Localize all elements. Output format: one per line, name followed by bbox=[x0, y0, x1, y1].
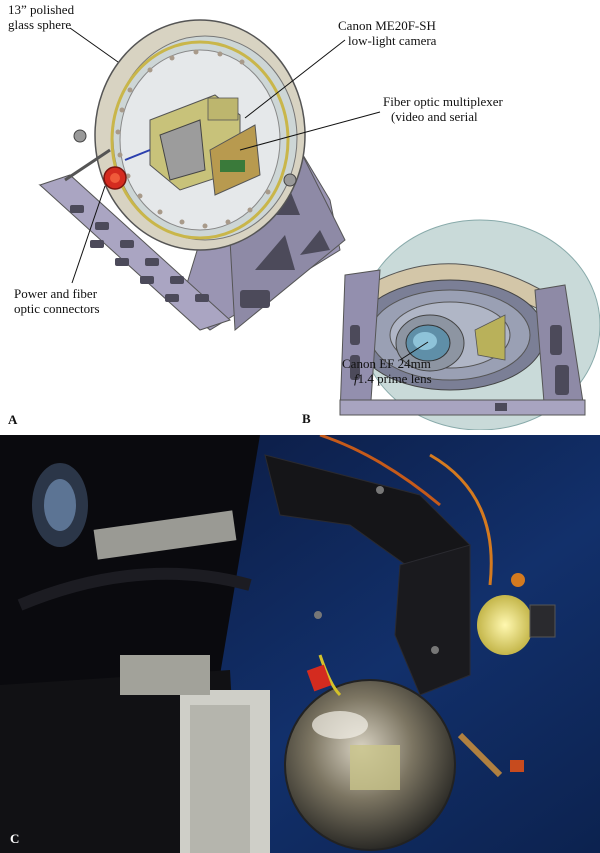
leader-line-b bbox=[399, 341, 429, 361]
callout-multiplexer-line1: Fiber optic multiplexer bbox=[383, 94, 503, 109]
camera-a bbox=[149, 94, 261, 196]
panel-b: Canon EF 24mm f1.4 prime lens B bbox=[300, 215, 600, 430]
panel-letter-b: B bbox=[302, 411, 311, 426]
callout-glass-sphere-line2: glass sphere bbox=[8, 17, 72, 32]
callout-camera-line1: Canon ME20F-SH bbox=[338, 18, 436, 33]
rov-frame bbox=[0, 435, 270, 853]
callout-lens: Canon EF 24mm f1.4 prime lens bbox=[342, 356, 432, 386]
panel-a: 13” polished glass sphere Canon ME20F-SH… bbox=[8, 2, 503, 427]
panel-b-drawing bbox=[339, 219, 600, 430]
callout-multiplexer-line2: (video and serial bbox=[391, 109, 478, 124]
callout-glass-sphere: 13” polished glass sphere bbox=[8, 2, 74, 32]
callout-lens-line1: Canon EF 24mm bbox=[342, 356, 431, 371]
manipulator-arm bbox=[264, 435, 493, 696]
callout-camera-line2: low-light camera bbox=[348, 33, 437, 48]
callout-multiplexer: Fiber optic multiplexer (video and seria… bbox=[383, 94, 503, 124]
callout-connectors-line1: Power and fiber bbox=[14, 286, 98, 301]
callout-glass-sphere-line1: 13” polished bbox=[8, 2, 75, 17]
callout-camera: Canon ME20F-SH low-light camera bbox=[338, 18, 436, 48]
callout-lens-line2: f1.4 prime lens bbox=[342, 371, 432, 386]
lens-b bbox=[395, 314, 506, 372]
callout-connectors: Power and fiber optic connectors bbox=[14, 286, 100, 316]
callout-lens-f: f bbox=[354, 371, 358, 386]
camera-dome bbox=[284, 654, 503, 851]
panel-letter-a: A bbox=[8, 412, 18, 427]
callout-lens-line2-text: 1.4 prime lens bbox=[357, 371, 432, 386]
work-light bbox=[477, 573, 556, 655]
stand-b bbox=[339, 269, 586, 416]
connectors-a bbox=[64, 129, 297, 190]
panel-a-drawing bbox=[38, 19, 381, 332]
underwater-photo bbox=[0, 435, 600, 853]
panel-c-photo: C bbox=[0, 435, 600, 853]
callout-connectors-line2: optic connectors bbox=[14, 301, 100, 316]
panel-letter-c: C bbox=[10, 831, 20, 846]
leader-lines-a bbox=[69, 27, 381, 284]
